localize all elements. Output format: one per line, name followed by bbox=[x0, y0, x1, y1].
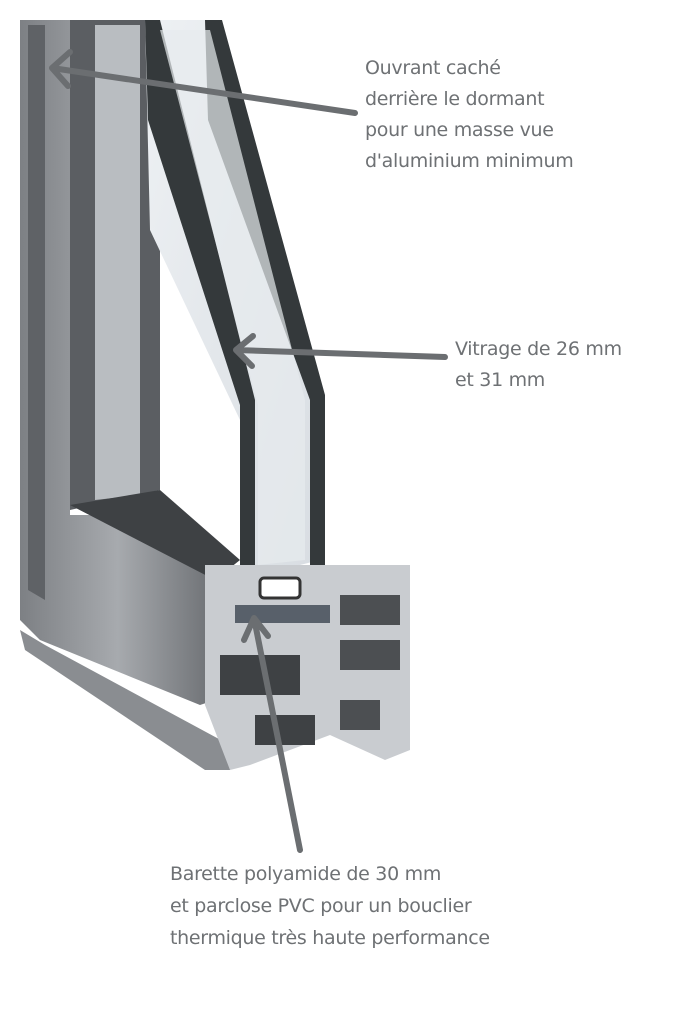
section-cut bbox=[205, 565, 410, 770]
arrow-thermal-break bbox=[241, 615, 303, 853]
arrows bbox=[49, 49, 448, 853]
annotation-line: et parclose PVC pour un bouclier bbox=[170, 895, 472, 917]
glass-panes bbox=[145, 20, 325, 590]
annotation-line: Ouvrant caché bbox=[365, 57, 501, 79]
frame-profile bbox=[20, 20, 240, 770]
arrow-glazing bbox=[233, 333, 448, 369]
annotation-line: thermique très haute performance bbox=[170, 927, 490, 949]
annotation-line: d'aluminium minimum bbox=[365, 150, 574, 172]
annotation-hidden-sash: Ouvrant caché derrière le dormant pour u… bbox=[365, 53, 574, 177]
arrow-hidden-sash bbox=[49, 49, 358, 116]
annotation-line: pour une masse vue bbox=[365, 119, 554, 141]
annotation-thermal-break: Barette polyamide de 30 mm et parclose P… bbox=[170, 858, 490, 954]
annotation-line: derrière le dormant bbox=[365, 88, 545, 110]
annotation-glazing: Vitrage de 26 mm et 31 mm bbox=[455, 334, 622, 396]
annotation-line: Barette polyamide de 30 mm bbox=[170, 863, 442, 885]
annotation-line: et 31 mm bbox=[455, 369, 546, 391]
annotation-line: Vitrage de 26 mm bbox=[455, 338, 622, 360]
